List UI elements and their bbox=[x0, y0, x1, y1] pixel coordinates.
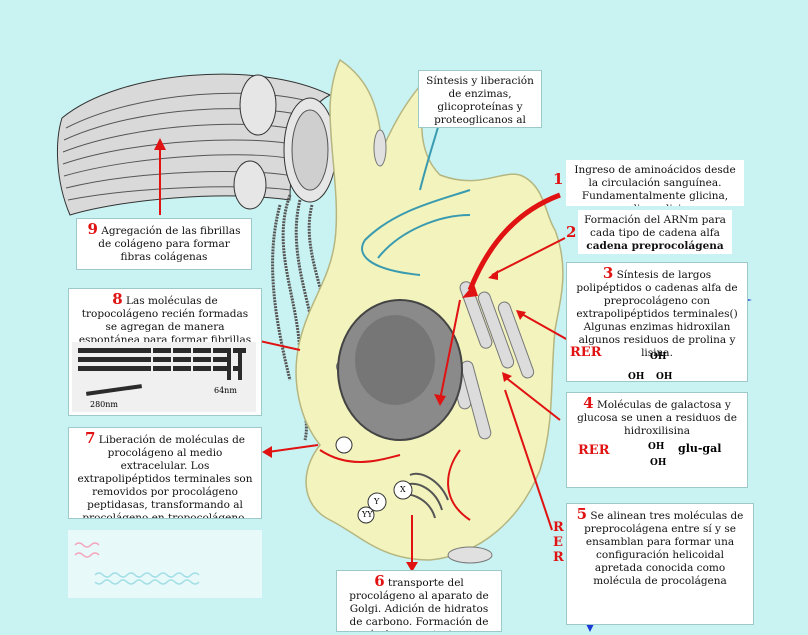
oh-label-4a: OH bbox=[648, 442, 664, 452]
oh-label-3a: OH bbox=[650, 352, 666, 362]
step-2-text: Formación del ARNm para cada tipo de cad… bbox=[584, 214, 726, 239]
step-6-box: 6 transporte del procolágeno al aparato … bbox=[336, 570, 502, 632]
step-8-number: 8 bbox=[112, 290, 122, 308]
step-5-text: Se alinean tres moléculas de preprocolág… bbox=[584, 510, 743, 587]
step-7-strands-panel bbox=[68, 530, 262, 598]
step-9-box: 9 Agregación de las fibrillas de colágen… bbox=[76, 218, 252, 270]
vesicle-label-x: X bbox=[400, 485, 406, 494]
step-2-strong: cadena preprocolágena bbox=[586, 240, 723, 252]
step-1-number: 1 bbox=[553, 170, 563, 188]
step-4-text: Moléculas de galactosa y glucosa se unen… bbox=[577, 399, 737, 437]
rer-label-5: R E R bbox=[553, 520, 564, 565]
rer-5-e: E bbox=[553, 535, 564, 550]
rer-5-r: R bbox=[553, 520, 564, 535]
scale-280nm: 280nm bbox=[90, 400, 118, 409]
step-2-number: 2 bbox=[566, 223, 576, 241]
secretion-caption: Síntesis y liberación de enzimas, glicop… bbox=[418, 70, 542, 128]
step-6-text: transporte del procolágeno al aparato de… bbox=[349, 577, 489, 632]
step-3-text: Síntesis de largos polipéptidos o cadena… bbox=[576, 269, 737, 320]
step-1-text: Ingreso de aminoácidos desde la circulac… bbox=[574, 164, 735, 206]
glu-gal-label: glu-gal bbox=[678, 442, 721, 455]
step-3-number: 3 bbox=[603, 264, 613, 282]
step-9-text: Agregación de las fibrillas de colágeno … bbox=[98, 225, 240, 263]
step-3-box: 3 Síntesis de largos polipéptidos o cade… bbox=[566, 262, 748, 382]
step-5-box: 5 Se alinean tres moléculas de preprocol… bbox=[566, 503, 754, 625]
step-7-number: 7 bbox=[85, 429, 95, 447]
step-4-number: 4 bbox=[583, 394, 593, 412]
step-9-number: 9 bbox=[87, 220, 97, 238]
oh-label-3b: OH bbox=[628, 372, 644, 382]
rer-label-3: RER bbox=[570, 345, 602, 360]
scale-64nm: 64nm bbox=[214, 386, 237, 395]
vesicle-label-yy: YY bbox=[362, 510, 373, 519]
step-5-number: 5 bbox=[577, 505, 587, 523]
rer-label-4: RER bbox=[578, 443, 610, 458]
step-6-number: 6 bbox=[374, 572, 384, 590]
oh-label-3c: OH bbox=[656, 372, 672, 382]
step-2-caption: Formación del ARNm para cada tipo de cad… bbox=[578, 210, 732, 254]
step-7-box: 7 Liberación de moléculas de procolágeno… bbox=[68, 427, 262, 519]
step-7-text: Liberación de moléculas de procolágeno a… bbox=[78, 434, 253, 519]
step-4-box: 4 Moléculas de galactosa y glucosa se un… bbox=[566, 392, 748, 488]
rer-5-r2: R bbox=[553, 550, 564, 565]
oh-label-4b: OH bbox=[650, 458, 666, 468]
step-1-caption: Ingreso de aminoácidos desde la circulac… bbox=[566, 160, 744, 206]
vesicle-label-y: Y bbox=[374, 497, 379, 506]
secretion-text: Síntesis y liberación de enzimas, glicop… bbox=[426, 75, 534, 128]
